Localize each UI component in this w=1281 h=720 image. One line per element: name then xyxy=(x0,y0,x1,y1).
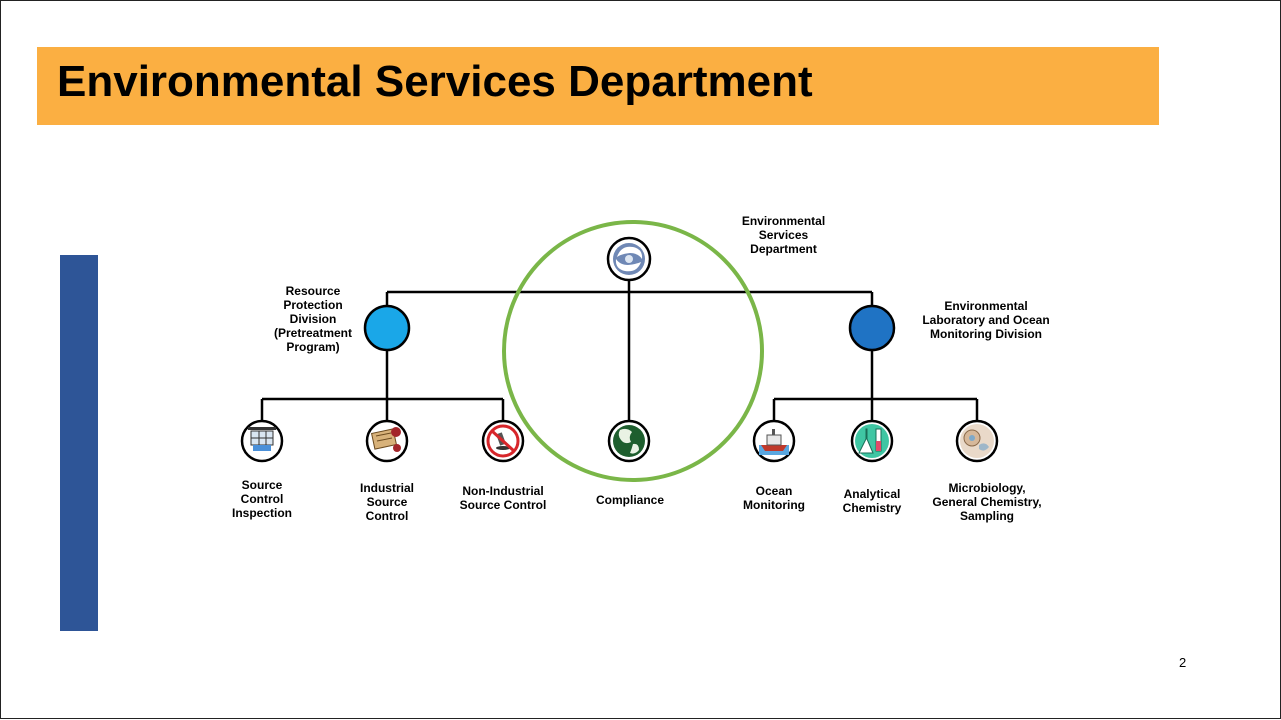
industrial-source-control-node xyxy=(365,419,409,463)
flask-icon xyxy=(855,424,889,458)
non-industrial-source-control-node xyxy=(481,419,525,463)
department-label: Environmental Services Department xyxy=(741,214,826,256)
lab-ocean-node xyxy=(848,304,896,352)
analytical-chemistry-label: Analytical Chemistry xyxy=(842,487,902,515)
analytical-chemistry-node xyxy=(850,419,894,463)
side-accent-bar xyxy=(60,255,98,631)
department-node xyxy=(606,236,652,282)
source-control-inspection-label: Source Control Inspection xyxy=(231,478,292,520)
resource-protection-node xyxy=(363,304,411,352)
no-dumping-icon xyxy=(486,424,520,458)
compliance-label: Compliance xyxy=(595,493,664,507)
compliance-node xyxy=(607,419,651,463)
non-industrial-source-control-label: Non-Industrial Source Control xyxy=(459,484,547,512)
source-control-inspection-node xyxy=(240,419,284,463)
connector-lines xyxy=(260,259,979,426)
title-band: Environmental Services Department xyxy=(37,47,1159,125)
lab-ocean-label: Environmental Laboratory and Ocean Monit… xyxy=(922,299,1050,341)
page-number: 2 xyxy=(1179,655,1187,670)
ocean-monitoring-node xyxy=(752,419,796,463)
microbiology-label: Microbiology, General Chemistry, Samplin… xyxy=(932,481,1042,523)
swirl-logo-icon xyxy=(613,243,645,275)
petri-dish-icon xyxy=(960,424,994,458)
ship-icon xyxy=(759,429,789,455)
industrial-icon xyxy=(370,427,401,452)
microbiology-node xyxy=(955,419,999,463)
ocean-monitoring-label: Ocean Monitoring xyxy=(743,484,805,512)
highlight-ring xyxy=(502,220,764,482)
industrial-source-control-label: Industrial Source Control xyxy=(359,481,414,523)
globe-icon xyxy=(613,425,645,457)
slide-title: Environmental Services Department xyxy=(57,57,813,106)
resource-protection-label: Resource Protection Division (Pretreatme… xyxy=(273,284,353,354)
inspection-icon xyxy=(248,427,276,451)
